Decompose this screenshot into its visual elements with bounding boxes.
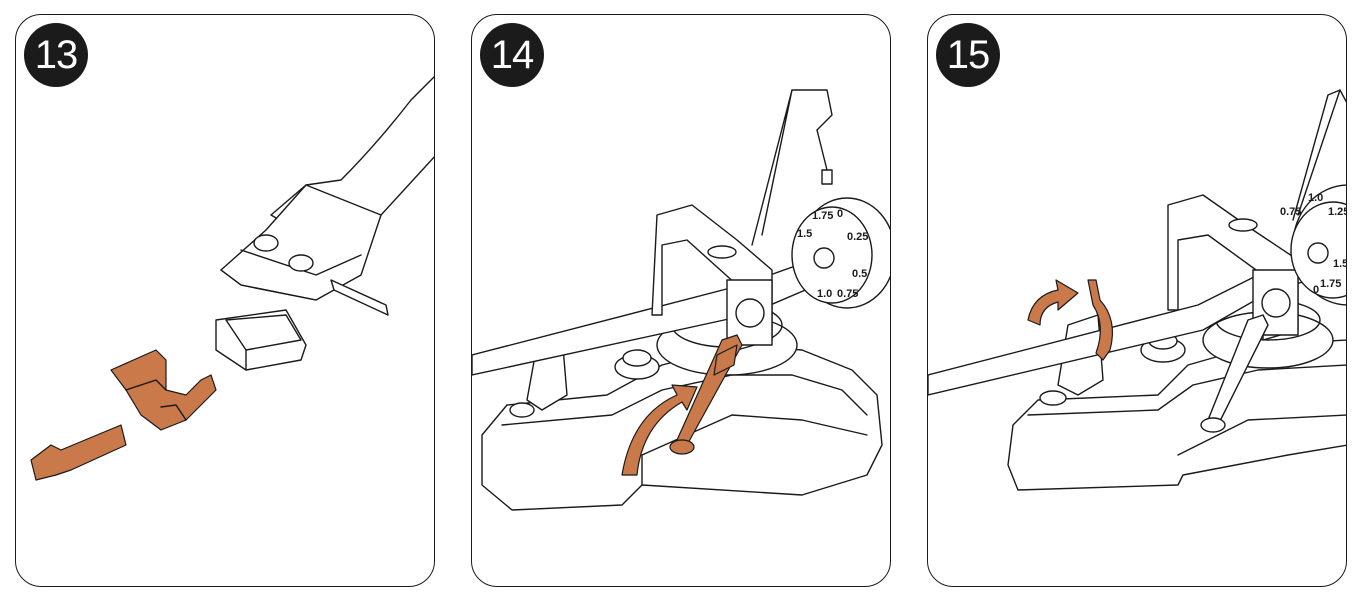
cartridge-illustration bbox=[30, 76, 434, 481]
step-14-panel: 14 1.75 0 0.25 0.5 0.75 1.0 1.5 bbox=[471, 14, 891, 587]
dial-label-15-2: 1.25 bbox=[1328, 206, 1347, 218]
step-13-number: 13 bbox=[34, 32, 78, 77]
gimbal-bearing bbox=[1261, 288, 1291, 318]
step-14-badge: 14 bbox=[480, 23, 544, 87]
dial-label-15-0: 0.75 bbox=[1280, 206, 1301, 218]
arm-rest-illustration: 0.75 1.0 1.25 1.5 1.75 0 bbox=[928, 89, 1347, 491]
anti-skate-weight bbox=[821, 169, 833, 185]
step-15-number: 15 bbox=[946, 32, 990, 77]
stylus-guard bbox=[110, 349, 217, 431]
step-13-badge: 13 bbox=[24, 23, 88, 87]
tonearm-base bbox=[1007, 339, 1346, 491]
finger-lift bbox=[330, 279, 389, 316]
step-15-panel: 15 0.75 1.0 1.25 1.5 1.75 0 bbox=[927, 14, 1347, 587]
counterweight-illustration: 1.75 0 0.25 0.5 0.75 1.0 1.5 bbox=[472, 89, 890, 511]
clip-rotation-arrow bbox=[1027, 279, 1079, 326]
dial-label-14-3: 0.5 bbox=[852, 268, 867, 280]
dial-label-14-6: 1.5 bbox=[797, 228, 812, 240]
dial-label-14-1: 0 bbox=[837, 208, 843, 220]
dial-label-14-4: 0.75 bbox=[837, 288, 858, 300]
headshell-screw-right bbox=[288, 254, 314, 272]
anti-skate-wire bbox=[751, 89, 833, 246]
dial-label-14-0: 1.75 bbox=[812, 210, 833, 222]
step-14-number: 14 bbox=[490, 32, 534, 77]
headshell-screw-left bbox=[253, 234, 279, 252]
dial-label-14-2: 0.25 bbox=[847, 231, 868, 243]
cue-lever bbox=[1207, 314, 1269, 426]
dial-label-15-4: 1.75 bbox=[1320, 278, 1341, 290]
remove-arrow bbox=[30, 424, 127, 481]
cartridge-body bbox=[215, 309, 307, 371]
lever-rotation-arrow bbox=[621, 384, 698, 476]
dial-label-14-5: 1.0 bbox=[817, 288, 832, 300]
tonearm-tube bbox=[928, 249, 1346, 396]
arm-clip bbox=[1087, 279, 1113, 361]
step-13-panel: 13 bbox=[15, 14, 435, 587]
dial-label-15-5: 0 bbox=[1313, 284, 1319, 296]
dial-label-15-3: 1.5 bbox=[1333, 258, 1347, 270]
gimbal-bearing bbox=[735, 298, 765, 328]
anti-skate-wire bbox=[1292, 89, 1346, 221]
dial-label-15-1: 1.0 bbox=[1308, 192, 1323, 204]
step-15-badge: 15 bbox=[936, 23, 1000, 87]
